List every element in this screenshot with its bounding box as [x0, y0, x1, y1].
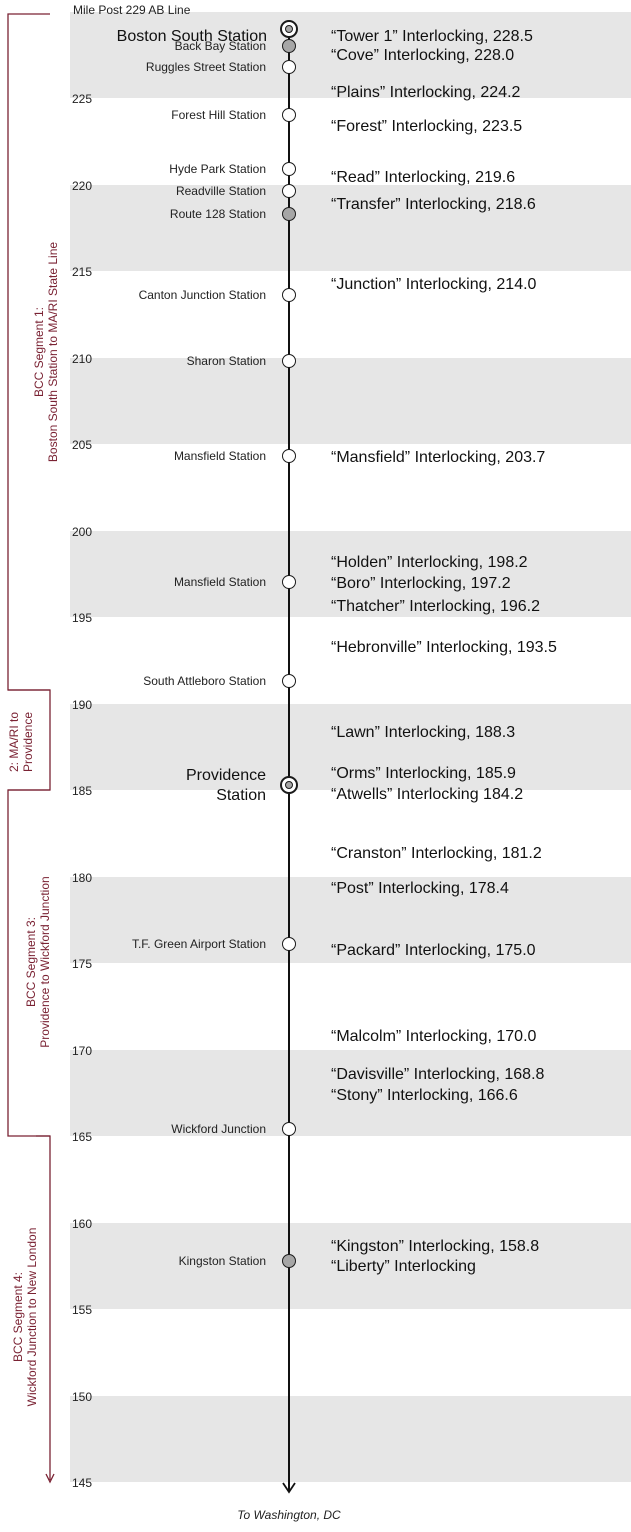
- header-label: Mile Post 229 AB Line: [73, 3, 191, 17]
- station-label: Providence Station: [185, 766, 266, 804]
- milepost-label: 170: [72, 1043, 93, 1058]
- interlocking-label: “Tower 1” Interlocking, 228.5: [331, 28, 533, 46]
- milepost-band: [70, 703, 631, 790]
- station-label: South Attleboro Station: [143, 674, 266, 688]
- interlocking-label: “Atwells” Interlocking 184.2: [331, 786, 524, 804]
- major-station-marker-core: [285, 24, 293, 33]
- interlocking-label: “Orms” Interlocking, 185.9: [331, 765, 516, 783]
- milepost-band: [70, 357, 631, 444]
- station-marker: [282, 59, 296, 74]
- milepost-band: [70, 1395, 631, 1482]
- milepost-label: 225: [72, 92, 93, 106]
- interlocking-label: “Malcolm” Interlocking, 170.0: [331, 1028, 537, 1046]
- milepost-band: [70, 184, 631, 271]
- station-marker: [282, 353, 296, 368]
- interlocking-label: “Stony” Interlocking, 166.6: [331, 1087, 518, 1105]
- interlocking-label: “Boro” Interlocking, 197.2: [331, 575, 511, 593]
- interlocking-label: “Read” Interlocking, 219.6: [331, 168, 516, 186]
- station-label: Readville Station: [175, 184, 266, 199]
- station-marker: [282, 108, 296, 123]
- interlocking-label: “Thatcher” Interlocking, 196.2: [331, 597, 540, 615]
- interlocking-label: “Cove” Interlocking, 228.0: [331, 47, 515, 65]
- interlocking-label: “Forest” Interlocking, 223.5: [331, 118, 523, 136]
- interlocking-label: “Packard” Interlocking, 175.0: [331, 941, 536, 959]
- segment-3-bracket: [7, 789, 50, 1137]
- station-label: Boston South Station: [116, 27, 267, 45]
- station-marker: [282, 184, 296, 199]
- milepost-label: 165: [72, 1130, 93, 1144]
- milepost-label: 150: [72, 1389, 93, 1404]
- station-label: T.F. Green Airport Station: [131, 936, 266, 951]
- station-marker: [282, 288, 296, 303]
- milepost-label: 220: [72, 178, 93, 193]
- footer-label: To Washington, DC: [237, 1508, 341, 1522]
- interlocking-label: “Cranston” Interlocking, 181.2: [331, 845, 542, 862]
- milepost-band: [70, 876, 631, 963]
- station-label: Hyde Park Station: [169, 161, 266, 176]
- major-station-marker-core: [285, 780, 293, 789]
- station-marker: [282, 1122, 296, 1137]
- milepost-label: 175: [72, 957, 93, 971]
- station-marker: [282, 161, 296, 176]
- milepost-label: 160: [72, 1216, 93, 1231]
- major-station-marker: [280, 775, 298, 794]
- station-label: Route 128 Station: [169, 206, 266, 221]
- major-station-marker: [280, 19, 298, 38]
- interlocking-label: “Plains” Interlocking, 224.2: [331, 83, 521, 101]
- interlocking-label: “Kingston” Interlocking, 158.8: [331, 1237, 540, 1255]
- station-label: Ruggles Street Station: [145, 59, 266, 74]
- interlocking-label: “Davisville” Interlocking, 168.8: [331, 1066, 545, 1084]
- milepost-band: [70, 12, 631, 98]
- interlocking-label: “Hebronville” Interlocking, 193.5: [331, 639, 557, 657]
- station-marker: [282, 449, 296, 464]
- milepost-band: [70, 1049, 631, 1136]
- interlocking-label: “Mansfield” Interlocking, 203.7: [331, 448, 546, 466]
- milepost-label: 200: [72, 524, 93, 539]
- station-marker: [282, 575, 296, 590]
- station-marker: [282, 936, 296, 951]
- milepost-band: [70, 1222, 631, 1309]
- milepost-label: 185: [72, 784, 93, 798]
- milepost-band: [70, 530, 631, 617]
- interlocking-label: “Holden” Interlocking, 198.2: [331, 554, 528, 572]
- milepost-label: 215: [72, 265, 93, 279]
- milepost-label: 155: [72, 1303, 93, 1317]
- segment-4-bracket: [36, 1135, 51, 1480]
- line-arrowhead: [282, 1482, 296, 1494]
- station-marker-filled: [282, 206, 296, 221]
- station-label: Mansfield Station: [173, 575, 266, 590]
- station-label: Kingston Station: [178, 1253, 266, 1268]
- interlocking-label: “Lawn” Interlocking, 188.3: [331, 723, 516, 741]
- milepost-label: 210: [72, 351, 93, 366]
- station-marker-filled: [282, 39, 296, 54]
- interlocking-label: “Transfer” Interlocking, 218.6: [331, 196, 536, 214]
- interlocking-label: “Liberty” Interlocking: [331, 1258, 476, 1276]
- station-label: Back Bay Station: [174, 39, 266, 54]
- station-marker-filled: [282, 1253, 296, 1268]
- milepost-label: 180: [72, 870, 93, 885]
- station-label: Mansfield Station: [173, 449, 266, 464]
- milepost-label: 145: [72, 1476, 93, 1490]
- station-label: Sharon Station: [186, 353, 266, 368]
- main-line: [288, 30, 290, 1492]
- station-label: Wickford Junction: [171, 1122, 266, 1137]
- station-label: Canton Junction Station: [138, 288, 266, 303]
- station-marker: [282, 674, 296, 688]
- station-label: Forest Hill Station: [171, 108, 266, 123]
- milepost-label: 195: [72, 611, 93, 625]
- interlocking-label: “Post” Interlocking, 178.4: [331, 879, 509, 897]
- milepost-label: 205: [72, 438, 93, 452]
- milepost-label: 190: [72, 697, 93, 712]
- interlocking-label: “Junction” Interlocking, 214.0: [331, 275, 537, 293]
- segment-4-arrowhead: [45, 1473, 55, 1484]
